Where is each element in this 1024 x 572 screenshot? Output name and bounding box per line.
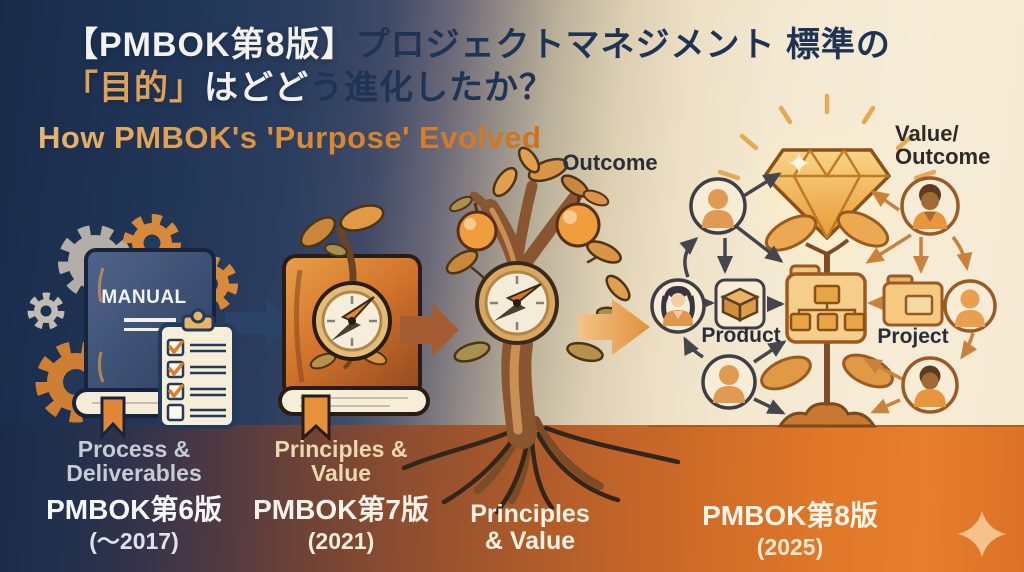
ground-mound [777,402,877,428]
stage4-caption: PMBOK第8版 (2025) [680,500,900,560]
stage2-concept-line2: Value [310,460,372,487]
stage2-version: PMBOK第7版 [253,493,429,525]
product-label: Product [701,324,781,347]
stage1-caption: Process & Deliverables PMBOK第6版 (〜2017) [24,437,244,554]
title-line1-rest: プロジェクトマネジメント 標準の [355,26,891,64]
product-box-icon [714,278,766,330]
title-line2-rest: う進化したか？ [309,68,554,107]
glint [789,153,809,173]
stage2-year: (2021) [307,527,375,554]
compass-book-icon [278,204,430,442]
stage2-concept-line1: Principles & [274,436,408,462]
growing-tree-icon [401,146,681,515]
flow-arrow-orange-icon [578,299,650,355]
title-line2-mid: はどど [204,68,309,107]
bookmark-icon [301,394,331,442]
person-icon [943,279,997,333]
person-icon [701,354,757,410]
bookmark-icon [100,396,126,440]
manual-book-label: MANUAL [101,287,187,308]
stage4-year: (2025) [756,533,824,560]
diamond-icon [763,148,891,240]
project-label: Project [877,325,949,348]
compass-icon [475,261,559,345]
project-folder-icon [882,274,944,327]
page-title: 【PMBOK第8版】プロジェクトマネジメント 標準の 「目的」はどどう進化したか… [64,24,891,110]
sparkle-icon [958,511,1006,557]
page-subtitle: How PMBOK's 'Purpose' Evolved [38,120,542,155]
stage1-version: PMBOK第6版 [46,493,222,525]
flow-arrow-navy-icon [225,299,296,347]
fruit-icon [449,189,610,252]
title-line2-quoted: 「目的」 [64,68,204,107]
compass-icon [312,281,392,361]
title-line1-bracket: 【PMBOK第8版】 [64,26,356,64]
stage1-year: (〜2017) [89,527,179,554]
checklist-clipboard-icon [158,308,236,429]
value-outcome-label: Value/ Outcome [895,121,991,169]
person-icon [650,278,706,334]
stage2-caption: Principles & Value PMBOK第7版 (2021) [231,437,451,554]
network-arrows-dark [679,172,787,415]
stage1-concept-line2: Deliverables [66,460,202,487]
flow-arrow-brown-icon [400,303,459,357]
outcome-label: Outcome [562,150,658,175]
org-chart-folder-icon [785,264,867,344]
diamond-rays [717,93,937,181]
title-line1: 【PMBOK第8版】プロジェクトマネジメント 標準の [64,24,891,67]
title-line2: 「目的」はどどう進化したか？ [64,67,891,110]
stage3-concept-line2: & Value [484,526,576,555]
stage1-concept-line1: Process & [77,436,191,462]
value-network [650,93,997,428]
check-icon [168,340,184,399]
person-icon [901,356,959,414]
stage3-concept-line1: Principles [470,500,590,528]
person-icon [900,176,960,236]
network-arrows-orange [863,190,978,414]
stage3-caption: Principles & Value [420,501,640,554]
stage4-version: PMBOK第8版 [702,500,878,531]
person-icon [689,177,747,235]
